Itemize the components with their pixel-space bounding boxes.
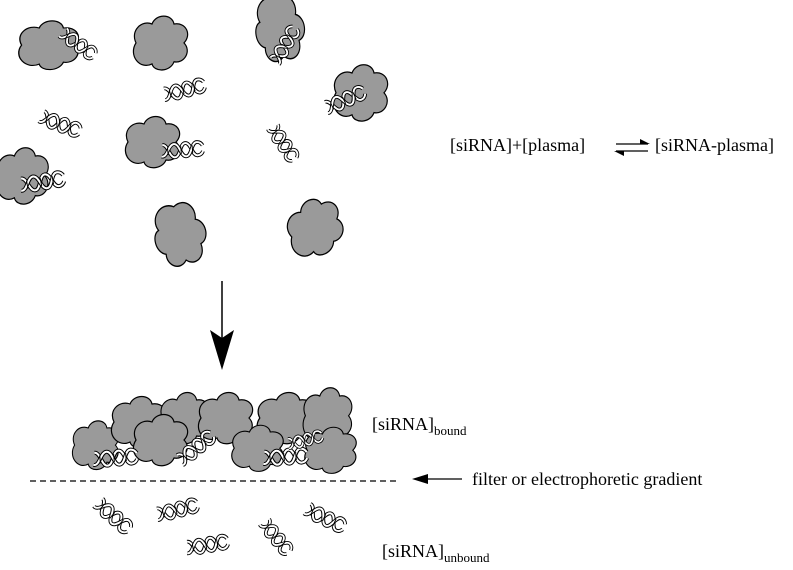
equation-plus: +: [512, 135, 522, 155]
protein-blob-icon: [147, 195, 213, 273]
sirna-helix-icon: [90, 495, 136, 537]
sirna-helix-icon: [301, 501, 349, 535]
equation-reactant-siRNA: [siRNA]: [450, 135, 512, 155]
unbound-label: [siRNA]unbound: [382, 541, 490, 565]
sirna-helix-icon: [183, 532, 231, 558]
bound-label: [siRNA]bound: [372, 414, 467, 438]
sirna-helix-icon: [160, 76, 208, 104]
left-arrow-icon: [412, 474, 462, 484]
down-arrow-icon: [210, 281, 234, 370]
sirna-helix-icon: [153, 496, 201, 524]
equilibrium-equation: [siRNA]+[plasma] [siRNA-plasma]: [450, 135, 774, 156]
unbound-subscript: unbound: [444, 550, 490, 565]
upper-mixture: [0, 0, 389, 273]
sirna-helix-icon: [36, 108, 84, 140]
protein-blob-icon: [132, 15, 189, 71]
equilibrium-arrows-icon: [614, 139, 650, 156]
equation-product: [siRNA-plasma]: [655, 135, 774, 155]
protein-blob-icon: [132, 413, 189, 467]
filter-label: filter or electrophoretic gradient: [472, 469, 702, 489]
bound-subscript: bound: [434, 423, 467, 438]
bound-aggregate: [71, 387, 357, 474]
protein-blob-icon: [124, 115, 181, 169]
sirna-helix-icon: [264, 121, 302, 165]
equation-reactant-plasma: [plasma]: [522, 135, 585, 155]
unbound-sirna: [90, 495, 349, 559]
svg-text:[siRNA]+[plasma]: [siRNA]+[plasma]: [450, 135, 585, 155]
sirna-helix-icon: [256, 515, 296, 559]
protein-blob-icon: [279, 190, 350, 266]
protein-blob-icon: [332, 64, 389, 122]
